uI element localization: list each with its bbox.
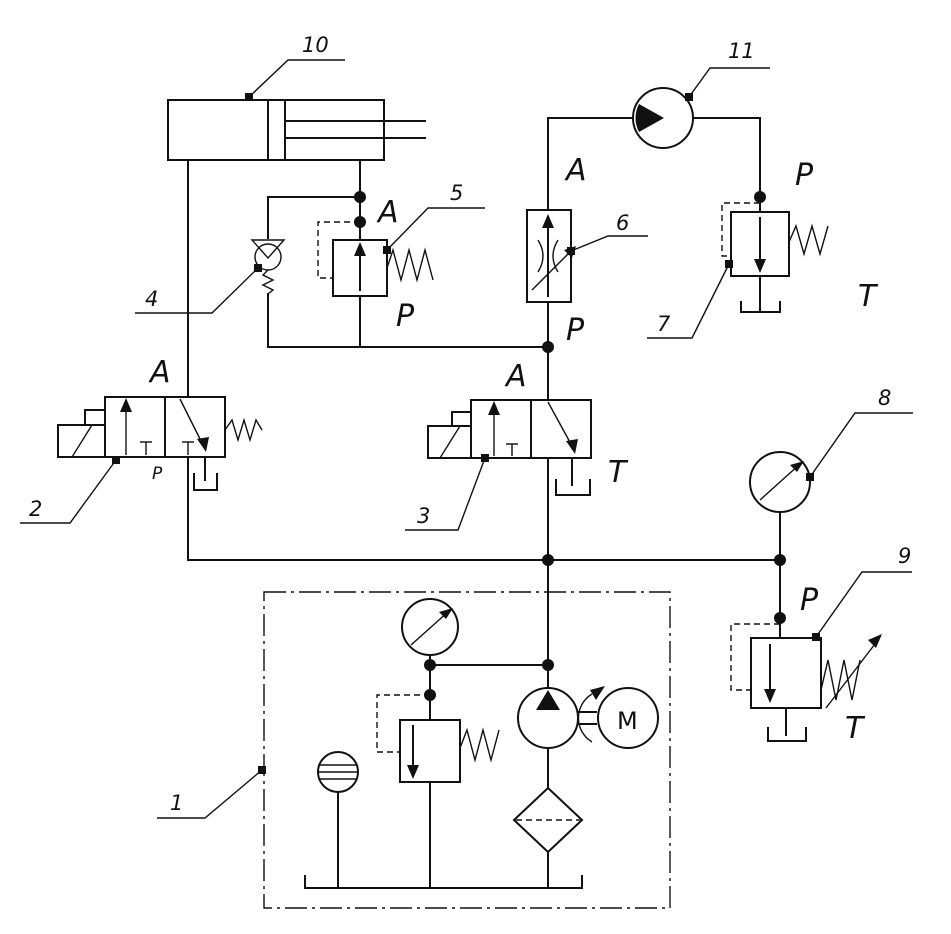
- line-motor-right: [692, 117, 761, 198]
- label-7: 7: [657, 312, 671, 336]
- port-valve2-p: P: [152, 464, 163, 484]
- port-valve9-t: T: [845, 711, 866, 746]
- motor-label: M: [617, 707, 638, 735]
- filter: [512, 786, 584, 889]
- port-valve3-t: T: [608, 455, 629, 490]
- pump: [517, 664, 605, 789]
- check-valve-4: [250, 239, 286, 295]
- port-valve9-p: P: [800, 583, 819, 618]
- pressure-gauge-8: [749, 451, 811, 641]
- cylinder-10: [167, 99, 426, 161]
- unit-relief-valve: [376, 694, 500, 889]
- port-valve7-p: P: [795, 158, 814, 193]
- tank-line: [304, 875, 583, 889]
- label-1: 1: [170, 791, 183, 815]
- directional-valve-3: [427, 399, 592, 496]
- unit-pressure-gauge: [401, 598, 459, 721]
- throttle-valve-6: [526, 209, 576, 303]
- label-3: 3: [417, 504, 430, 528]
- label-8: 8: [878, 386, 891, 410]
- line-bypass-top: [267, 196, 361, 239]
- label-6: 6: [616, 211, 629, 235]
- port-valve5-p: P: [396, 299, 415, 334]
- line-bypass-bottom: [267, 293, 549, 348]
- leader-lines: [20, 59, 913, 819]
- hydraulic-motor-11: [632, 87, 694, 149]
- power-unit-boundary-1: [263, 591, 671, 909]
- relief-valve-7: [721, 196, 829, 313]
- label-2: 2: [29, 497, 42, 521]
- label-5: 5: [450, 181, 463, 205]
- port-valve7-t: T: [858, 279, 879, 314]
- label-4: 4: [145, 287, 158, 311]
- valve-5: [317, 221, 434, 297]
- line-valve2-to-bus: [187, 456, 781, 561]
- port-valve6-a: A: [564, 153, 587, 188]
- label-10: 10: [302, 33, 329, 57]
- port-valve5-a: A: [376, 195, 399, 230]
- reservoir: [317, 751, 359, 889]
- port-valve2-a: A: [148, 355, 171, 390]
- label-11: 11: [728, 39, 755, 63]
- port-valve3-a: A: [504, 359, 527, 394]
- label-9: 9: [898, 544, 911, 568]
- port-valve6-p: P: [566, 313, 585, 348]
- relief-valve-9: [730, 623, 882, 742]
- directional-valve-2: [57, 396, 263, 491]
- line-motor-left: [547, 117, 634, 211]
- electric-motor: [597, 687, 659, 749]
